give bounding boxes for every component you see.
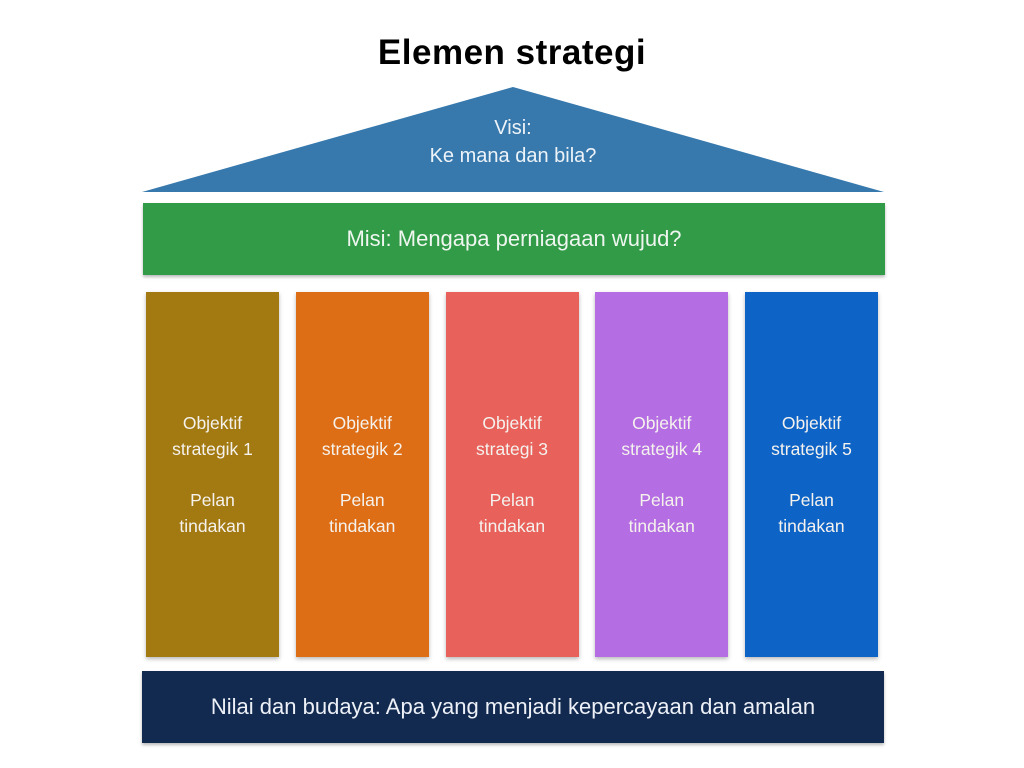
- pillar-3-objective: Objektif strategi 3: [476, 413, 548, 459]
- pillar-1: Objektif strategik 1 Pelan tindakan: [146, 292, 279, 657]
- vision-roof-triangle: [142, 87, 884, 192]
- pillar-1-objective: Objektif strategik 1: [172, 413, 253, 459]
- pillar-5-plan: Pelan tindakan: [778, 490, 845, 536]
- pillar-5-objective: Objektif strategik 5: [771, 413, 852, 459]
- pillar-4-objective: Objektif strategik 4: [621, 413, 703, 459]
- pillar-2: Objektif strategik 2 Pelan tindakan: [295, 292, 429, 657]
- pillar-2-plan: Pelan tindakan: [329, 490, 396, 536]
- vision-line-1: Visi:: [494, 117, 532, 139]
- pillar-row: Objektif strategik 1 Pelan tindakan Obje…: [146, 292, 878, 657]
- mission-bar: Misi: Mengapa perniagaan wujud?: [143, 203, 885, 275]
- roof-triangle-shape: [142, 87, 884, 192]
- slide-title: Elemen strategi: [377, 33, 647, 72]
- pillar-4-plan: Pelan tindakan: [628, 490, 695, 536]
- pillar-5: Objektif strategik 5 Pelan tindakan: [745, 292, 878, 657]
- pillar-3: Objektif strategi 3 Pelan tindakan: [445, 292, 579, 657]
- mission-label: Misi: Mengapa perniagaan wujud?: [346, 226, 682, 251]
- pillar-2-objective: Objektif strategik 2: [321, 413, 403, 459]
- pillar-4: Objektif strategik 4 Pelan tindakan: [595, 292, 729, 657]
- values-bar: Nilai dan budaya: Apa yang menjadi keper…: [142, 671, 884, 743]
- vision-text-block: Visi: Ke mana dan bila?: [142, 87, 884, 192]
- values-label: Nilai dan budaya: Apa yang menjadi keper…: [210, 694, 816, 719]
- vision-line-2: Ke mana dan bila?: [429, 145, 597, 167]
- pillar-3-plan: Pelan tindakan: [478, 490, 546, 536]
- pillar-1-plan: Pelan tindakan: [179, 490, 246, 536]
